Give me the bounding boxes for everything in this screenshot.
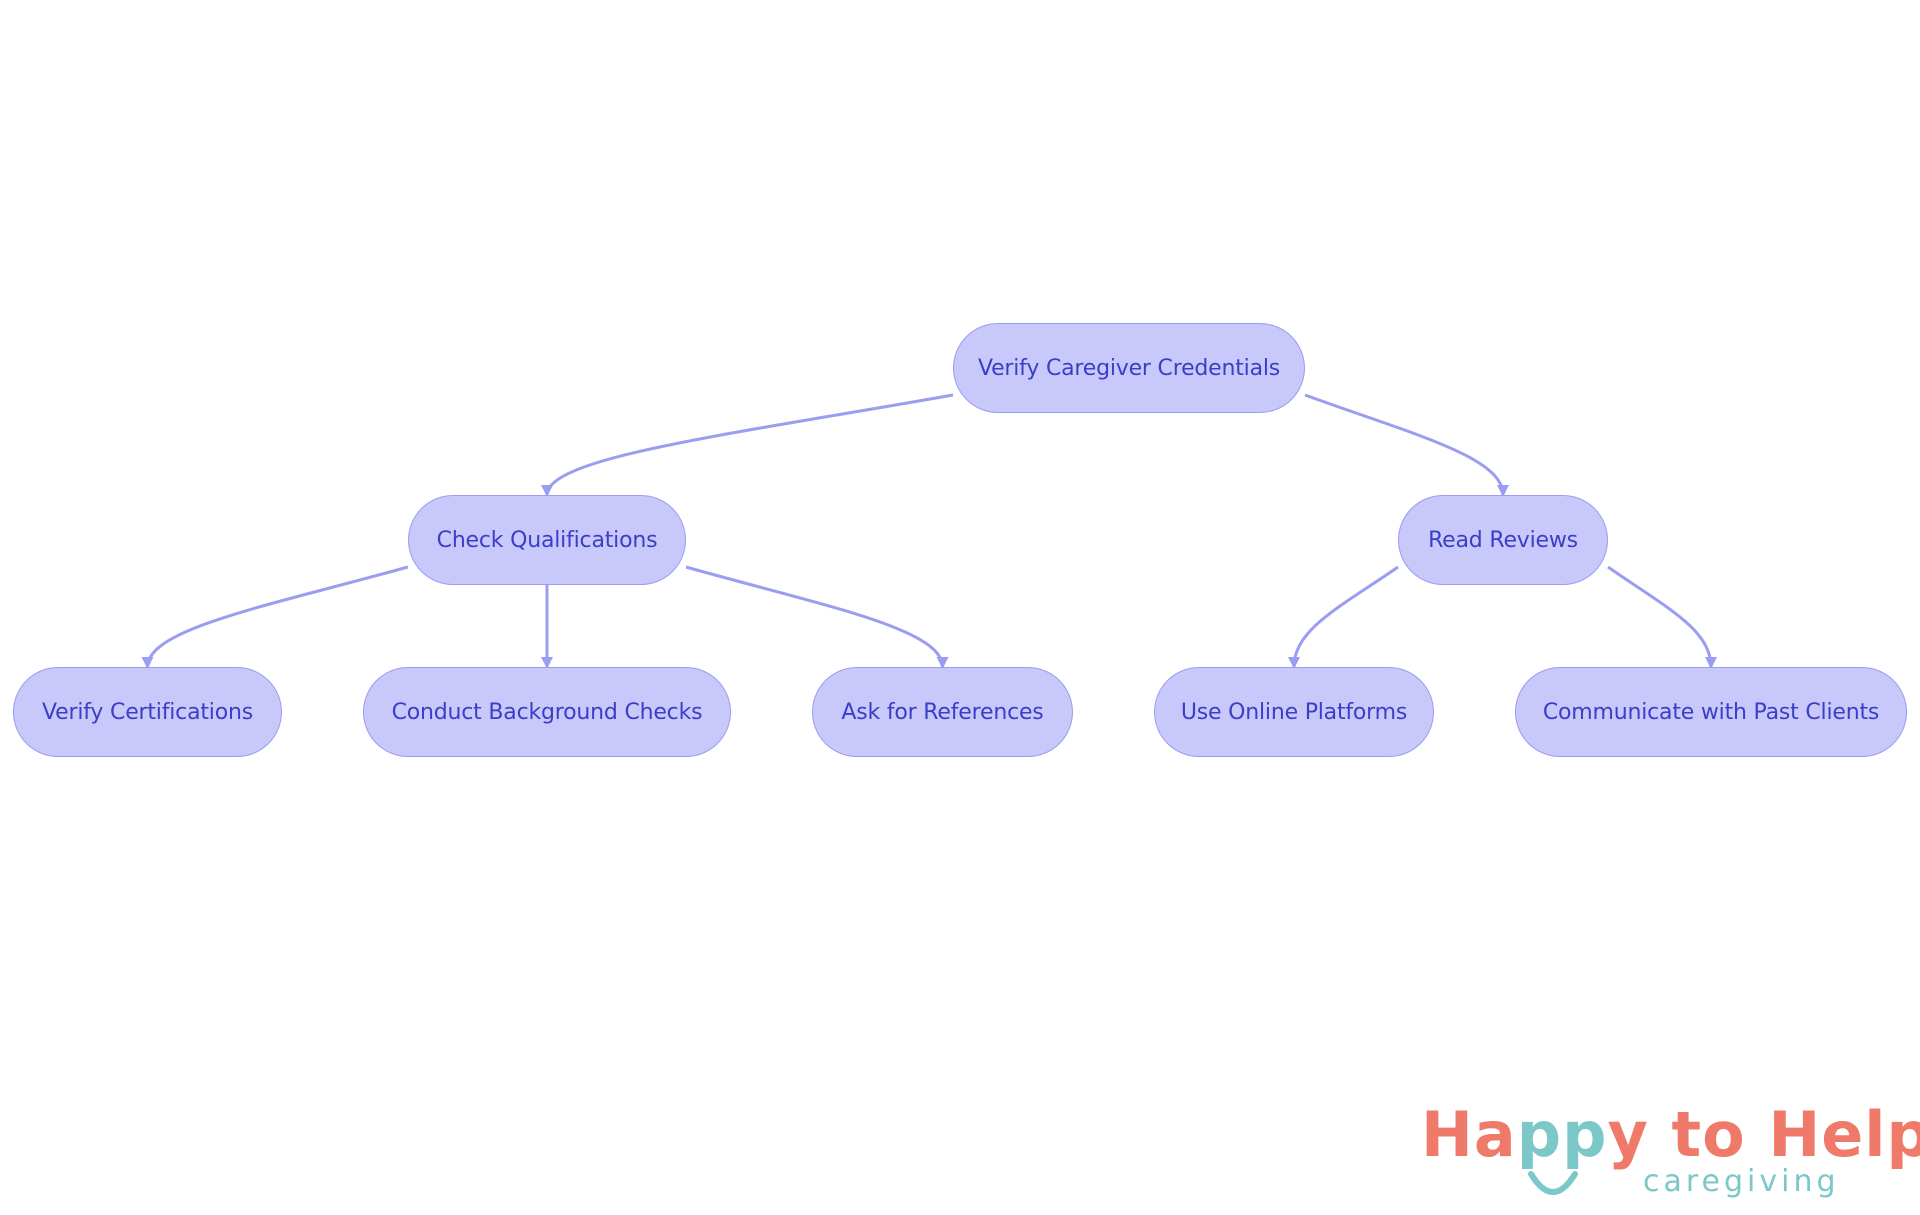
edge-reviews-to-online: [1288, 565, 1399, 669]
logo-brand-part: y to Help: [1607, 1098, 1920, 1171]
edge-qualifications-to-certifications: [141, 565, 409, 669]
node-label: Read Reviews: [1428, 527, 1578, 553]
happy-to-help-logo: Happy to Help caregiving: [1415, 1100, 1920, 1205]
edge-qualifications-to-references: [685, 565, 949, 669]
logo-brand-name: Happy to Help: [1421, 1100, 1920, 1170]
node-label: Communicate with Past Clients: [1542, 699, 1880, 725]
node-use-online-platforms: Use Online Platforms: [1154, 667, 1434, 757]
logo-brand-part: Ha: [1421, 1098, 1517, 1171]
node-communicate-with-past-clients: Communicate with Past Clients: [1515, 667, 1907, 757]
node-read-reviews: Read Reviews: [1398, 495, 1608, 585]
node-verify-caregiver-credentials: Verify Caregiver Credentials: [953, 323, 1305, 413]
logo-tagline: caregiving: [1643, 1164, 1840, 1199]
node-ask-for-references: Ask for References: [812, 667, 1073, 757]
node-label: Ask for References: [841, 699, 1044, 725]
edge-reviews-to-clients: [1607, 565, 1717, 669]
node-verify-certifications: Verify Certifications: [13, 667, 282, 757]
node-label: Use Online Platforms: [1180, 699, 1408, 725]
smile-icon: [1528, 1171, 1578, 1195]
node-label: Check Qualifications: [436, 527, 658, 553]
edge-root-to-qualifications: [541, 393, 954, 497]
node-check-qualifications: Check Qualifications: [408, 495, 686, 585]
node-label: Verify Certifications: [42, 699, 253, 725]
logo-brand-part: pp: [1516, 1098, 1608, 1171]
node-conduct-background-checks: Conduct Background Checks: [363, 667, 731, 757]
node-label: Verify Caregiver Credentials: [977, 355, 1281, 381]
edge-root-to-reviews: [1304, 393, 1509, 497]
node-label: Conduct Background Checks: [391, 699, 703, 725]
